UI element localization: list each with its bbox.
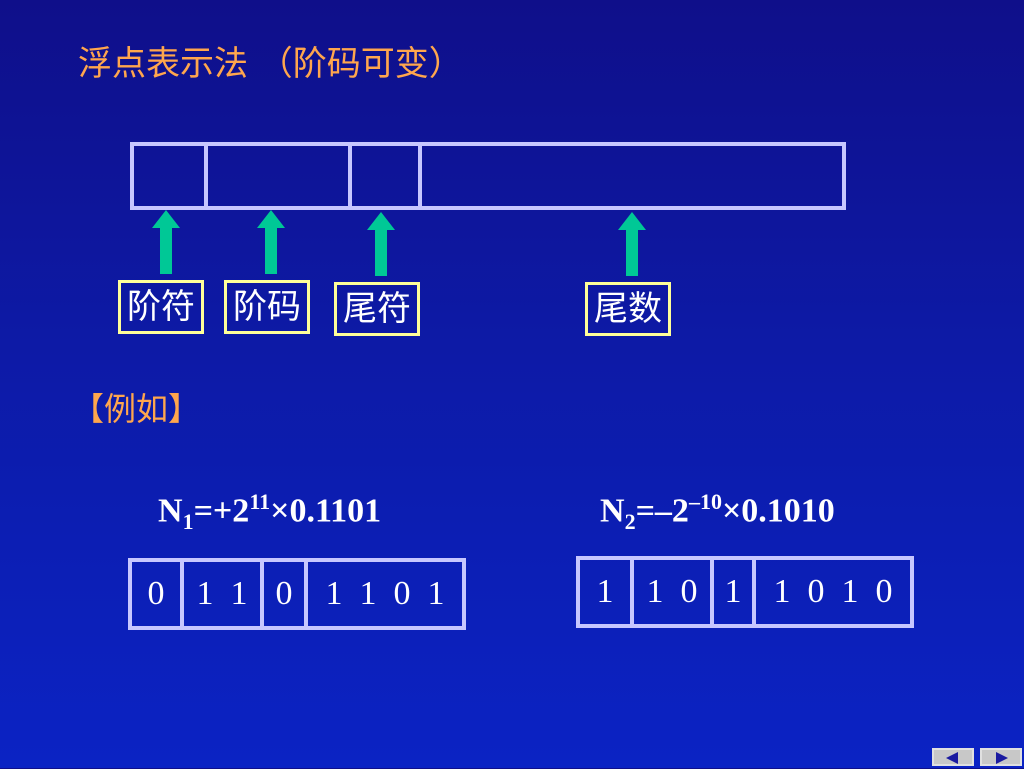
example1-bit-frame: 0 1 1 0 1 1 0 1	[128, 558, 466, 630]
field-exponent-sign	[134, 146, 204, 206]
field-mantissa	[418, 146, 842, 206]
label-mantissa-sign: 尾符	[334, 282, 420, 336]
slide-title: 浮点表示法 （阶码可变）	[78, 44, 463, 84]
bit-cell: 1 0 1 0	[752, 560, 910, 624]
example2-bit-frame: 1 1 0 1 1 0 1 0	[576, 556, 914, 628]
float-format-frame	[130, 142, 846, 210]
field-exponent	[204, 146, 348, 206]
bit-cell: 0	[147, 575, 165, 612]
arrow-up-icon	[618, 212, 646, 276]
field-mantissa-sign	[348, 146, 418, 206]
arrow-up-icon	[257, 210, 285, 274]
left-triangle-icon	[946, 752, 958, 764]
prev-slide-button[interactable]	[932, 748, 974, 766]
arrow-up-icon	[367, 212, 395, 276]
label-exponent-sign: 阶符	[118, 280, 204, 334]
label-mantissa: 尾数	[585, 282, 671, 336]
arrow-up-icon	[152, 210, 180, 274]
bit-cell: 1	[710, 560, 752, 624]
bit-cell: 0	[260, 562, 304, 626]
bit-cell: 1 1	[180, 562, 260, 626]
example-heading: 【例如】	[72, 390, 201, 428]
next-slide-button[interactable]	[980, 748, 1022, 766]
right-triangle-icon	[996, 752, 1008, 764]
bit-cell: 1 0	[630, 560, 710, 624]
formula-n2: N2=–2–10×0.1010	[600, 489, 835, 535]
bit-cell: 1	[596, 573, 614, 610]
bit-cell: 1 1 0 1	[304, 562, 462, 626]
formula-n1: N1=+211×0.1101	[158, 489, 382, 535]
label-exponent: 阶码	[224, 280, 310, 334]
